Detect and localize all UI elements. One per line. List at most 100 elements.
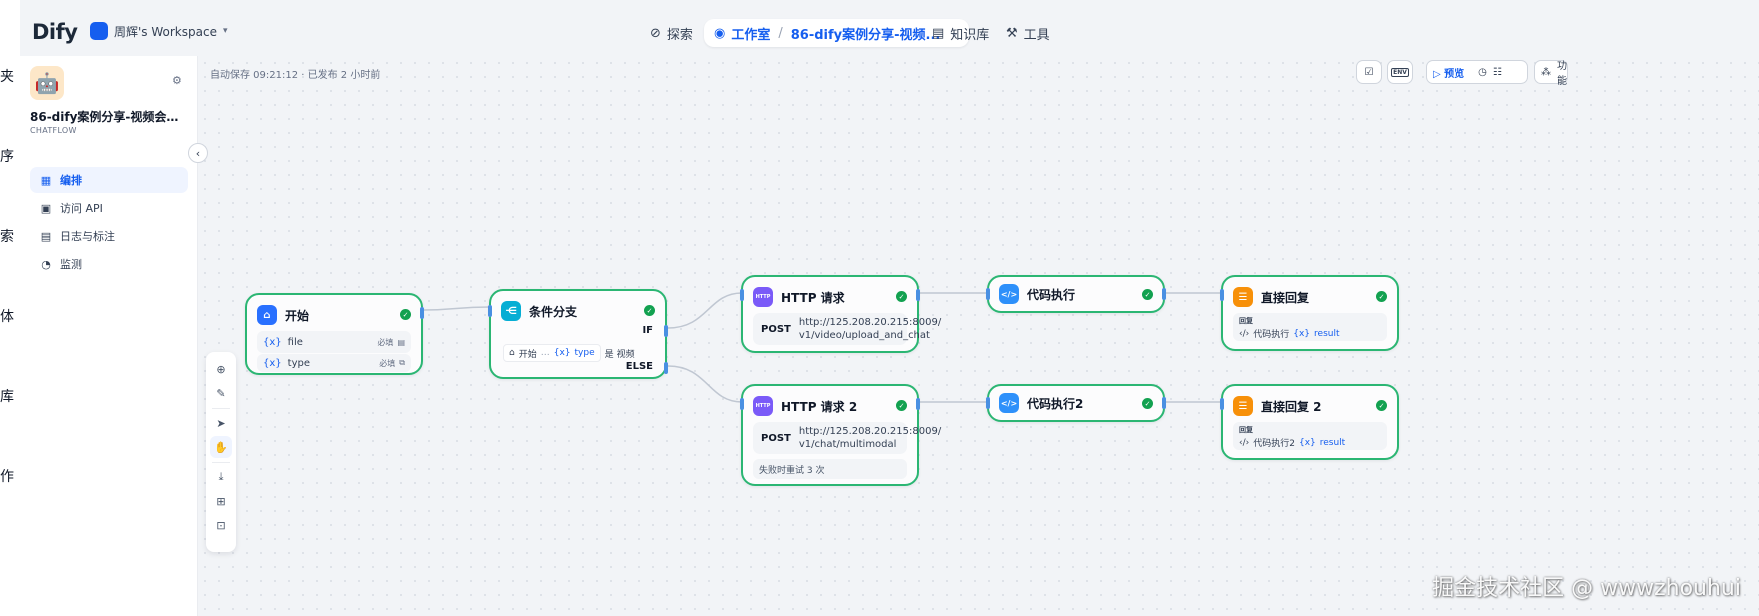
- nav-studio[interactable]: ◉ 工作室 / 86-dify案例分享-视频... ⌄: [704, 19, 969, 47]
- top-bar: Dify 周辉's Workspace ▾ ⊘ 探索 ◉ 工作室 / 86-di…: [20, 10, 1759, 56]
- http-endpoint: POST http://125.208.20.215:8009/v1/video…: [753, 313, 941, 345]
- start-var-row: {x} type 必填⧉: [257, 354, 411, 372]
- ellipsis-icon: …: [540, 348, 550, 358]
- minimap-icon[interactable]: ⊡: [216, 518, 226, 532]
- history-icon[interactable]: ◷: [1478, 66, 1487, 78]
- app-sidebar: 🤖 ⚙ 86-dify案例分享-视频会议... CHATFLOW ▦ 编排 ▣ …: [20, 56, 198, 616]
- nav-explore[interactable]: ⊘ 探索: [640, 19, 703, 47]
- node-header: ⌂ 开始: [257, 305, 309, 325]
- ifelse-node[interactable]: ⋲ 条件分支 ✓ IF ⌂ 开始 … {x} type 是 视频 ELSE: [488, 289, 668, 379]
- condition-var-name: type: [574, 348, 595, 358]
- reply-source-node: 代码执行: [1253, 330, 1290, 340]
- else-branch-label: ELSE: [625, 361, 653, 372]
- node-header: </> 代码执行: [999, 284, 1075, 304]
- layout-icon: ▦: [40, 173, 52, 187]
- else-output-handle[interactable]: [664, 362, 668, 374]
- http-request-node[interactable]: HTTP HTTP 请求 ✓ POST http://125.208.20.21…: [740, 275, 941, 353]
- strip-char: 夹: [0, 69, 14, 85]
- url-line: http://125.208.20.215:8009/: [798, 426, 942, 437]
- preview-button[interactable]: ▷ 预览: [1433, 68, 1465, 80]
- sidebar-item-api[interactable]: ▣ 访问 API: [30, 195, 188, 221]
- autosave-status: 自动保存 09:21:12 · 已发布 2 小时前: [210, 70, 381, 81]
- success-check-icon: ✓: [896, 400, 907, 411]
- workflow-canvas[interactable]: 自动保存 09:21:12 · 已发布 2 小时前 ☑ ENV ▷ 预览 ◷ ☷…: [198, 56, 1759, 616]
- nav-explore-label: 探索: [666, 27, 693, 43]
- output-handle[interactable]: [1162, 288, 1166, 300]
- output-handle[interactable]: [916, 398, 920, 410]
- input-handle[interactable]: [1220, 289, 1224, 301]
- book-icon: ▤: [932, 25, 945, 41]
- condition-variable: ⌂ 开始 … {x} type: [503, 344, 601, 362]
- node-title: 开始: [285, 308, 310, 323]
- workspace-switcher[interactable]: 周辉's Workspace ▾: [90, 22, 228, 40]
- reply-var-name: result: [1319, 437, 1346, 448]
- variable-icon: {x}: [263, 336, 282, 348]
- dify-logo[interactable]: Dify: [32, 20, 78, 44]
- input-handle[interactable]: [986, 288, 990, 300]
- input-handle[interactable]: [488, 305, 492, 317]
- code-icon: ‹/›: [1239, 328, 1250, 339]
- sidebar-menu: ▦ 编排 ▣ 访问 API ▤ 日志与标注 ◔ 监测: [30, 167, 188, 279]
- input-handle[interactable]: [1220, 398, 1224, 410]
- add-node-icon[interactable]: ⊕: [216, 362, 226, 376]
- answer-node[interactable]: ☰ 直接回复 ✓ 回复 ‹/› 代码执行 {x} result: [1220, 275, 1399, 351]
- url-line: http://125.208.20.215:8009/: [798, 317, 942, 328]
- export-image-icon[interactable]: ⤓: [218, 470, 224, 483]
- nav-knowledge[interactable]: ▤ 知识库: [922, 19, 999, 47]
- sidebar-item-monitor[interactable]: ◔ 监测: [30, 251, 188, 277]
- sidebar-item-orchestrate[interactable]: ▦ 编排: [30, 167, 188, 193]
- reply-content: 回复 ‹/› 代码执行2 {x} result: [1233, 422, 1387, 450]
- condition-node-name: 开始: [518, 349, 537, 360]
- reply-source-node: 代码执行2: [1253, 439, 1295, 449]
- app-name: 86-dify案例分享-视频会议...: [30, 110, 190, 124]
- output-handle[interactable]: [916, 289, 920, 301]
- node-header: ☰ 直接回复: [1233, 287, 1309, 307]
- workflow-edges: [423, 292, 1222, 403]
- reply-variable: ‹/› 代码执行2 {x} result: [1239, 436, 1346, 450]
- answer-node-2[interactable]: ☰ 直接回复 2 ✓ 回复 ‹/› 代码执行2 {x} result: [1220, 384, 1399, 460]
- app-avatar: 🤖: [30, 66, 64, 100]
- code-node-2[interactable]: </> 代码执行2 ✓: [986, 384, 1166, 422]
- output-handle[interactable]: [1162, 397, 1166, 409]
- strip-char: 索: [0, 229, 14, 245]
- required-label: 必填: [377, 337, 394, 347]
- if-branch-label: IF: [642, 325, 653, 336]
- code-node[interactable]: </> 代码执行 ✓: [986, 275, 1166, 313]
- output-handle[interactable]: [420, 307, 424, 319]
- sidebar-collapse-button[interactable]: ‹: [188, 143, 208, 163]
- http-request-node-2[interactable]: HTTP HTTP 请求 2 ✓ POST http://125.208.20.…: [740, 384, 941, 486]
- list-icon[interactable]: ☷: [1492, 66, 1502, 78]
- features-button[interactable]: ⁂ 功能: [1534, 60, 1568, 87]
- checklist-button[interactable]: ☑: [1356, 60, 1382, 84]
- input-handle[interactable]: [986, 397, 990, 409]
- var-required: 必填▤: [377, 337, 405, 348]
- add-note-icon[interactable]: ✎: [216, 386, 226, 400]
- variable-icon: {x}: [553, 348, 571, 358]
- strip-char: 序: [0, 149, 14, 165]
- success-check-icon: ✓: [1376, 291, 1387, 302]
- input-handle[interactable]: [740, 289, 744, 301]
- chevron-down-icon: ⌄: [950, 27, 959, 39]
- hand-icon[interactable]: ✋: [210, 436, 232, 458]
- edge-start-ifelse: [423, 306, 491, 311]
- pointer-icon[interactable]: ➤: [216, 416, 226, 430]
- env-button[interactable]: ENV: [1387, 60, 1413, 84]
- node-header: </> 代码执行2: [999, 393, 1083, 413]
- input-handle[interactable]: [740, 398, 744, 410]
- edge-else-http2: [667, 365, 743, 403]
- gauge-icon: ◔: [41, 257, 51, 271]
- features-icon: ⁂: [1541, 66, 1551, 78]
- if-output-handle[interactable]: [664, 325, 668, 337]
- nav-tools[interactable]: ⚒ 工具: [996, 19, 1060, 47]
- http-endpoint: POST http://125.208.20.215:8009/v1/chat/…: [753, 422, 941, 454]
- start-node[interactable]: ⌂ 开始 ✓ {x} file 必填▤ {x} type 必填⧉: [245, 293, 424, 375]
- sidebar-item-logs[interactable]: ▤ 日志与标注: [30, 223, 188, 249]
- app-settings-icon[interactable]: ⚙: [172, 74, 182, 87]
- app-mode: CHATFLOW: [30, 126, 77, 135]
- organize-blocks-icon[interactable]: ⊞: [216, 494, 226, 508]
- code-icon: ‹/›: [1239, 437, 1250, 448]
- workspace-name: 周辉's Workspace: [114, 24, 217, 39]
- http-url: http://125.208.20.215:8009/v1/chat/multi…: [799, 425, 941, 451]
- success-check-icon: ✓: [400, 309, 411, 320]
- success-check-icon: ✓: [896, 291, 907, 302]
